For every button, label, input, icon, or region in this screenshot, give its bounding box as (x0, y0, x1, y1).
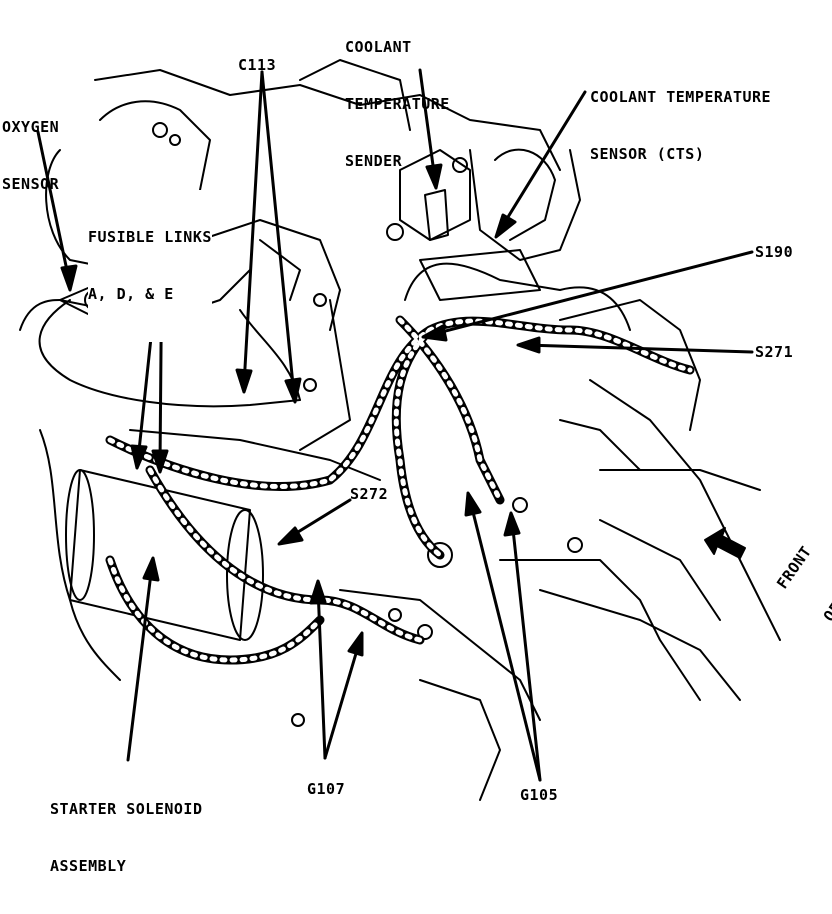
front-of-car-arrow (704, 527, 746, 559)
coolant-temperature-sender-label: COOLANT TEMPERATURE SENDER (345, 38, 450, 170)
coolant-temperature-sensor-label: COOLANT TEMPERATURE SENSOR (CTS) (590, 88, 772, 163)
coolant-sensor-body (424, 148, 556, 241)
s272-label: S272 (350, 485, 389, 503)
thin-wires (38, 262, 721, 681)
g107-label: G107 (307, 780, 346, 798)
g105-label: G105 (520, 786, 559, 804)
s190-label: S190 (755, 243, 794, 261)
wiring-harness-ribs (107, 317, 693, 663)
c113-label: C113 (238, 56, 277, 74)
starter-solenoid-body (65, 469, 264, 641)
s271-label: S271 (755, 343, 794, 361)
oxygen-sensor-label: OXYGEN SENSOR (2, 118, 60, 193)
diagram-stage: OXYGEN SENSOR C113 COOLANT TEMPERATURE S… (2, 38, 832, 875)
starter-solenoid-label: STARTER SOLENOID ASSEMBLY (50, 800, 203, 875)
fusible-links-label: FUSIBLE LINKS A, D, & E (88, 190, 212, 342)
